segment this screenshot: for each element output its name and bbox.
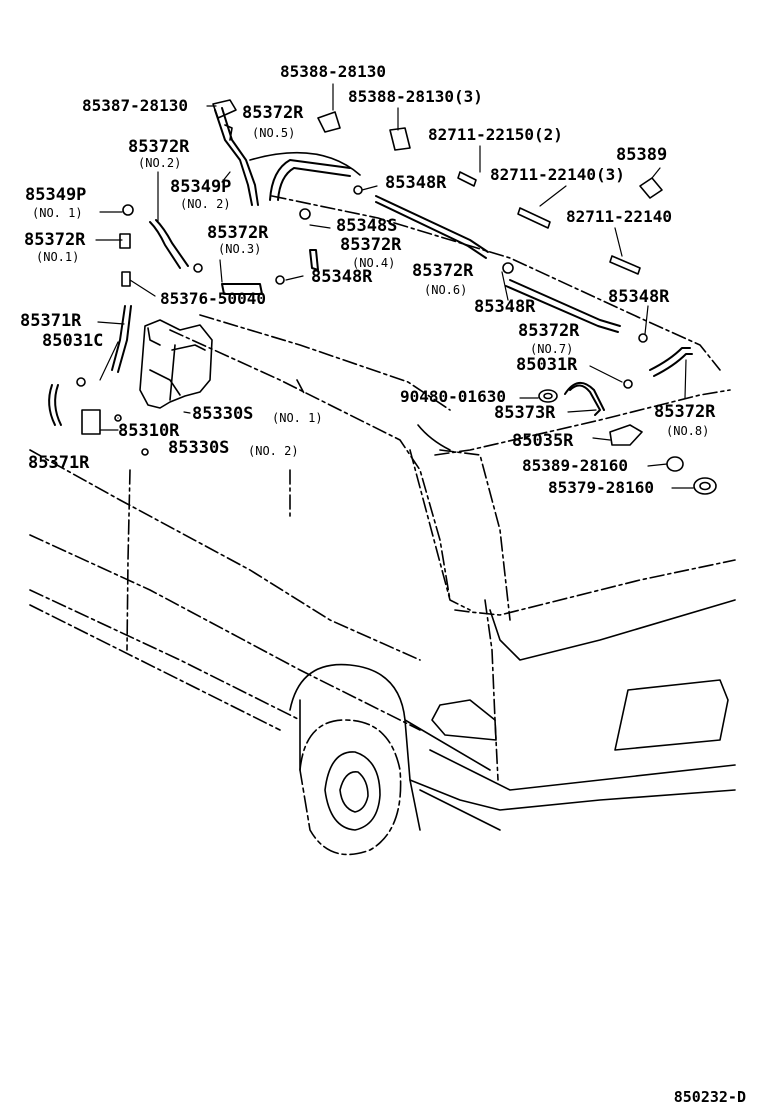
label-85349P-no1: 85349P: [25, 185, 87, 205]
label-82711-22140: 82711-22140: [566, 207, 672, 226]
small-parts: [76, 99, 717, 495]
label-85379-28160: 85379-28160: [548, 478, 654, 497]
label-85330S-no2: 85330S: [168, 438, 230, 458]
label-85310R: 85310R: [118, 421, 180, 441]
label-no2-a: (NO.2): [138, 156, 182, 170]
label-no2-b: (NO. 2): [180, 197, 231, 211]
label-85348R-far: 85348R: [608, 287, 670, 307]
label-no6: (NO.6): [424, 283, 468, 297]
label-85388-28130: 85388-28130: [280, 62, 386, 81]
label-90480-01630: 90480-01630: [400, 387, 506, 406]
drawing-reference-number: 850232-D: [673, 1088, 746, 1106]
label-85031C: 85031C: [42, 331, 104, 351]
label-85372R-no6: 85372R: [412, 261, 474, 281]
label-no1-c: (NO. 1): [272, 411, 323, 425]
label-85348R-mid: 85348R: [311, 267, 373, 287]
label-no8: (NO.8): [666, 424, 710, 438]
vehicle-body-solid: [249, 151, 736, 856]
label-85372R-no2: 85372R: [128, 137, 190, 157]
label-no3: (NO.3): [218, 242, 262, 256]
label-85035R: 85035R: [512, 431, 574, 451]
label-85389: 85389: [616, 145, 668, 165]
label-85371R-upper: 85371R: [20, 311, 82, 331]
washer-hoses: [48, 107, 693, 426]
label-85372R-no8: 85372R: [654, 402, 716, 422]
label-85376-50040: 85376-50040: [160, 289, 266, 308]
label-85388-28130-3: 85388-28130(3): [348, 87, 483, 106]
label-85373R: 85373R: [494, 403, 556, 423]
label-85031R: 85031R: [516, 355, 578, 375]
label-85330S-no1: 85330S: [192, 404, 254, 424]
label-85372R-no4: 85372R: [340, 235, 402, 255]
label-85348S: 85348S: [336, 216, 398, 236]
label-no1-a: (NO. 1): [32, 206, 83, 220]
label-no4: (NO.4): [352, 256, 396, 270]
label-85372R-no5: 85372R: [242, 103, 304, 123]
label-85348R-top: 85348R: [385, 173, 447, 193]
label-no7: (NO.7): [530, 342, 574, 356]
label-85372R-no1: 85372R: [24, 230, 86, 250]
label-no1-b: (NO.1): [36, 250, 80, 264]
label-85372R-no7: 85372R: [518, 321, 580, 341]
label-85348R-right: 85348R: [474, 297, 536, 317]
label-85349P-no2: 85349P: [170, 177, 232, 197]
leader-lines: [95, 83, 694, 489]
label-85372R-no3: 85372R: [207, 223, 269, 243]
label-no5: (NO.5): [252, 126, 296, 140]
label-85389-28160: 85389-28160: [522, 456, 628, 475]
label-82711-22140-3: 82711-22140(3): [490, 165, 625, 184]
label-85371R-lower: 85371R: [28, 453, 90, 473]
vehicle-body-outline: [29, 195, 736, 781]
label-85387-28130: 85387-28130: [82, 96, 188, 115]
label-no2-c: (NO. 2): [248, 444, 299, 458]
label-82711-22150-2: 82711-22150(2): [428, 125, 563, 144]
washer-reservoir: [139, 319, 213, 409]
